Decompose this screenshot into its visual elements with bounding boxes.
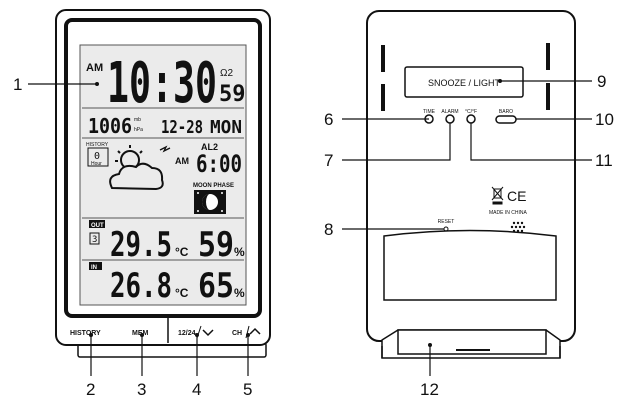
in-temperature: 26.8 <box>110 266 172 306</box>
snooze-light-label: SNOOZE / LIGHT <box>428 78 501 88</box>
moon-phase-icon <box>194 190 226 214</box>
vent-slots <box>381 43 550 111</box>
in-hum-unit: % <box>234 286 245 300</box>
callout-7: 7 <box>324 151 333 170</box>
alarm-symbol: Ω2 <box>220 68 233 79</box>
out-temp-unit: °C <box>175 245 189 259</box>
baro-button[interactable]: BARO <box>495 109 517 124</box>
time-ampm: AM <box>86 62 103 74</box>
back-view: SNOOZE / LIGHT TIME ALARM °C/°F BARO RES… <box>366 10 576 359</box>
callout-3: 3 <box>137 380 146 399</box>
cf-button-label: °C/°F <box>465 109 477 115</box>
back-stand <box>381 229 561 359</box>
time-display: 10:30 <box>107 51 217 116</box>
made-in-china: MADE IN CHINA <box>489 210 527 216</box>
alarm-time: 6:00 <box>196 150 242 178</box>
callout-1: 1 <box>13 75 22 94</box>
alarm-ampm: AM <box>175 156 189 166</box>
weather-forecast-icon <box>109 145 164 191</box>
channel-box <box>89 232 100 245</box>
history-unit: Hour <box>91 161 102 167</box>
history-button-label: HISTORY <box>70 330 101 337</box>
ce-mark: CE <box>507 188 526 204</box>
front-view: AM 10:30 Ω2 59 1006 mb hPa 12-28 MON HIS… <box>55 9 271 358</box>
in-humidity: 65 <box>198 266 234 306</box>
reset-label: RESET <box>438 219 455 225</box>
channel-value: 3 <box>92 235 97 245</box>
weekday-value: MON <box>210 117 242 138</box>
mem-button-label: MEM <box>132 330 149 337</box>
snooze-light-button[interactable]: SNOOZE / LIGHT <box>404 66 524 98</box>
history-box <box>87 147 109 167</box>
callout-10: 10 <box>595 110 614 129</box>
baro-button-label: BARO <box>499 109 513 115</box>
history-value: 0 <box>94 151 100 162</box>
pressure-value: 1006 <box>88 114 132 138</box>
out-label: OUT <box>91 223 104 229</box>
date-value: 12-28 <box>161 117 203 138</box>
callout-8: 8 <box>324 220 333 239</box>
ch-button-label: CH <box>232 330 242 337</box>
history-label: HISTORY <box>86 142 109 148</box>
alarm-label: AL2 <box>201 142 218 152</box>
callout-11: 11 <box>595 151 613 170</box>
pressure-unit-hpa: hPa <box>134 127 143 133</box>
out-hum-unit: % <box>234 245 245 259</box>
callout-2: 2 <box>86 380 95 399</box>
time-seconds: 59 <box>219 82 246 107</box>
out-humidity: 59 <box>198 225 234 265</box>
out-badge <box>89 220 105 228</box>
recycle-bin-icon <box>491 186 504 205</box>
b1224-button-label: 12/24 <box>178 330 196 337</box>
lcd-screen <box>79 44 247 306</box>
out-temperature: 29.5 <box>110 225 172 265</box>
alarm-button-label: ALARM <box>441 109 458 115</box>
in-label: IN <box>91 265 97 271</box>
pressure-unit-mb: mb <box>134 117 141 123</box>
in-badge <box>89 262 102 270</box>
forecast-arrow-icon <box>159 145 171 153</box>
history-button[interactable]: HISTORY <box>70 330 101 337</box>
in-temp-unit: °C <box>175 286 189 300</box>
mem-button[interactable]: MEM <box>132 330 149 337</box>
callout-9: 9 <box>597 72 606 91</box>
time-button-label: TIME <box>423 109 436 115</box>
callouts: 1 2 3 4 5 6 7 8 9 10 11 <box>13 72 614 399</box>
callout-6: 6 <box>324 110 333 129</box>
chevron-up-icon <box>249 327 261 335</box>
callout-4: 4 <box>192 380 201 399</box>
moon-phase-label: MOON PHASE <box>193 183 234 189</box>
callout-5: 5 <box>243 380 252 399</box>
chevron-down-icon <box>202 329 214 337</box>
callout-12: 12 <box>420 380 439 399</box>
